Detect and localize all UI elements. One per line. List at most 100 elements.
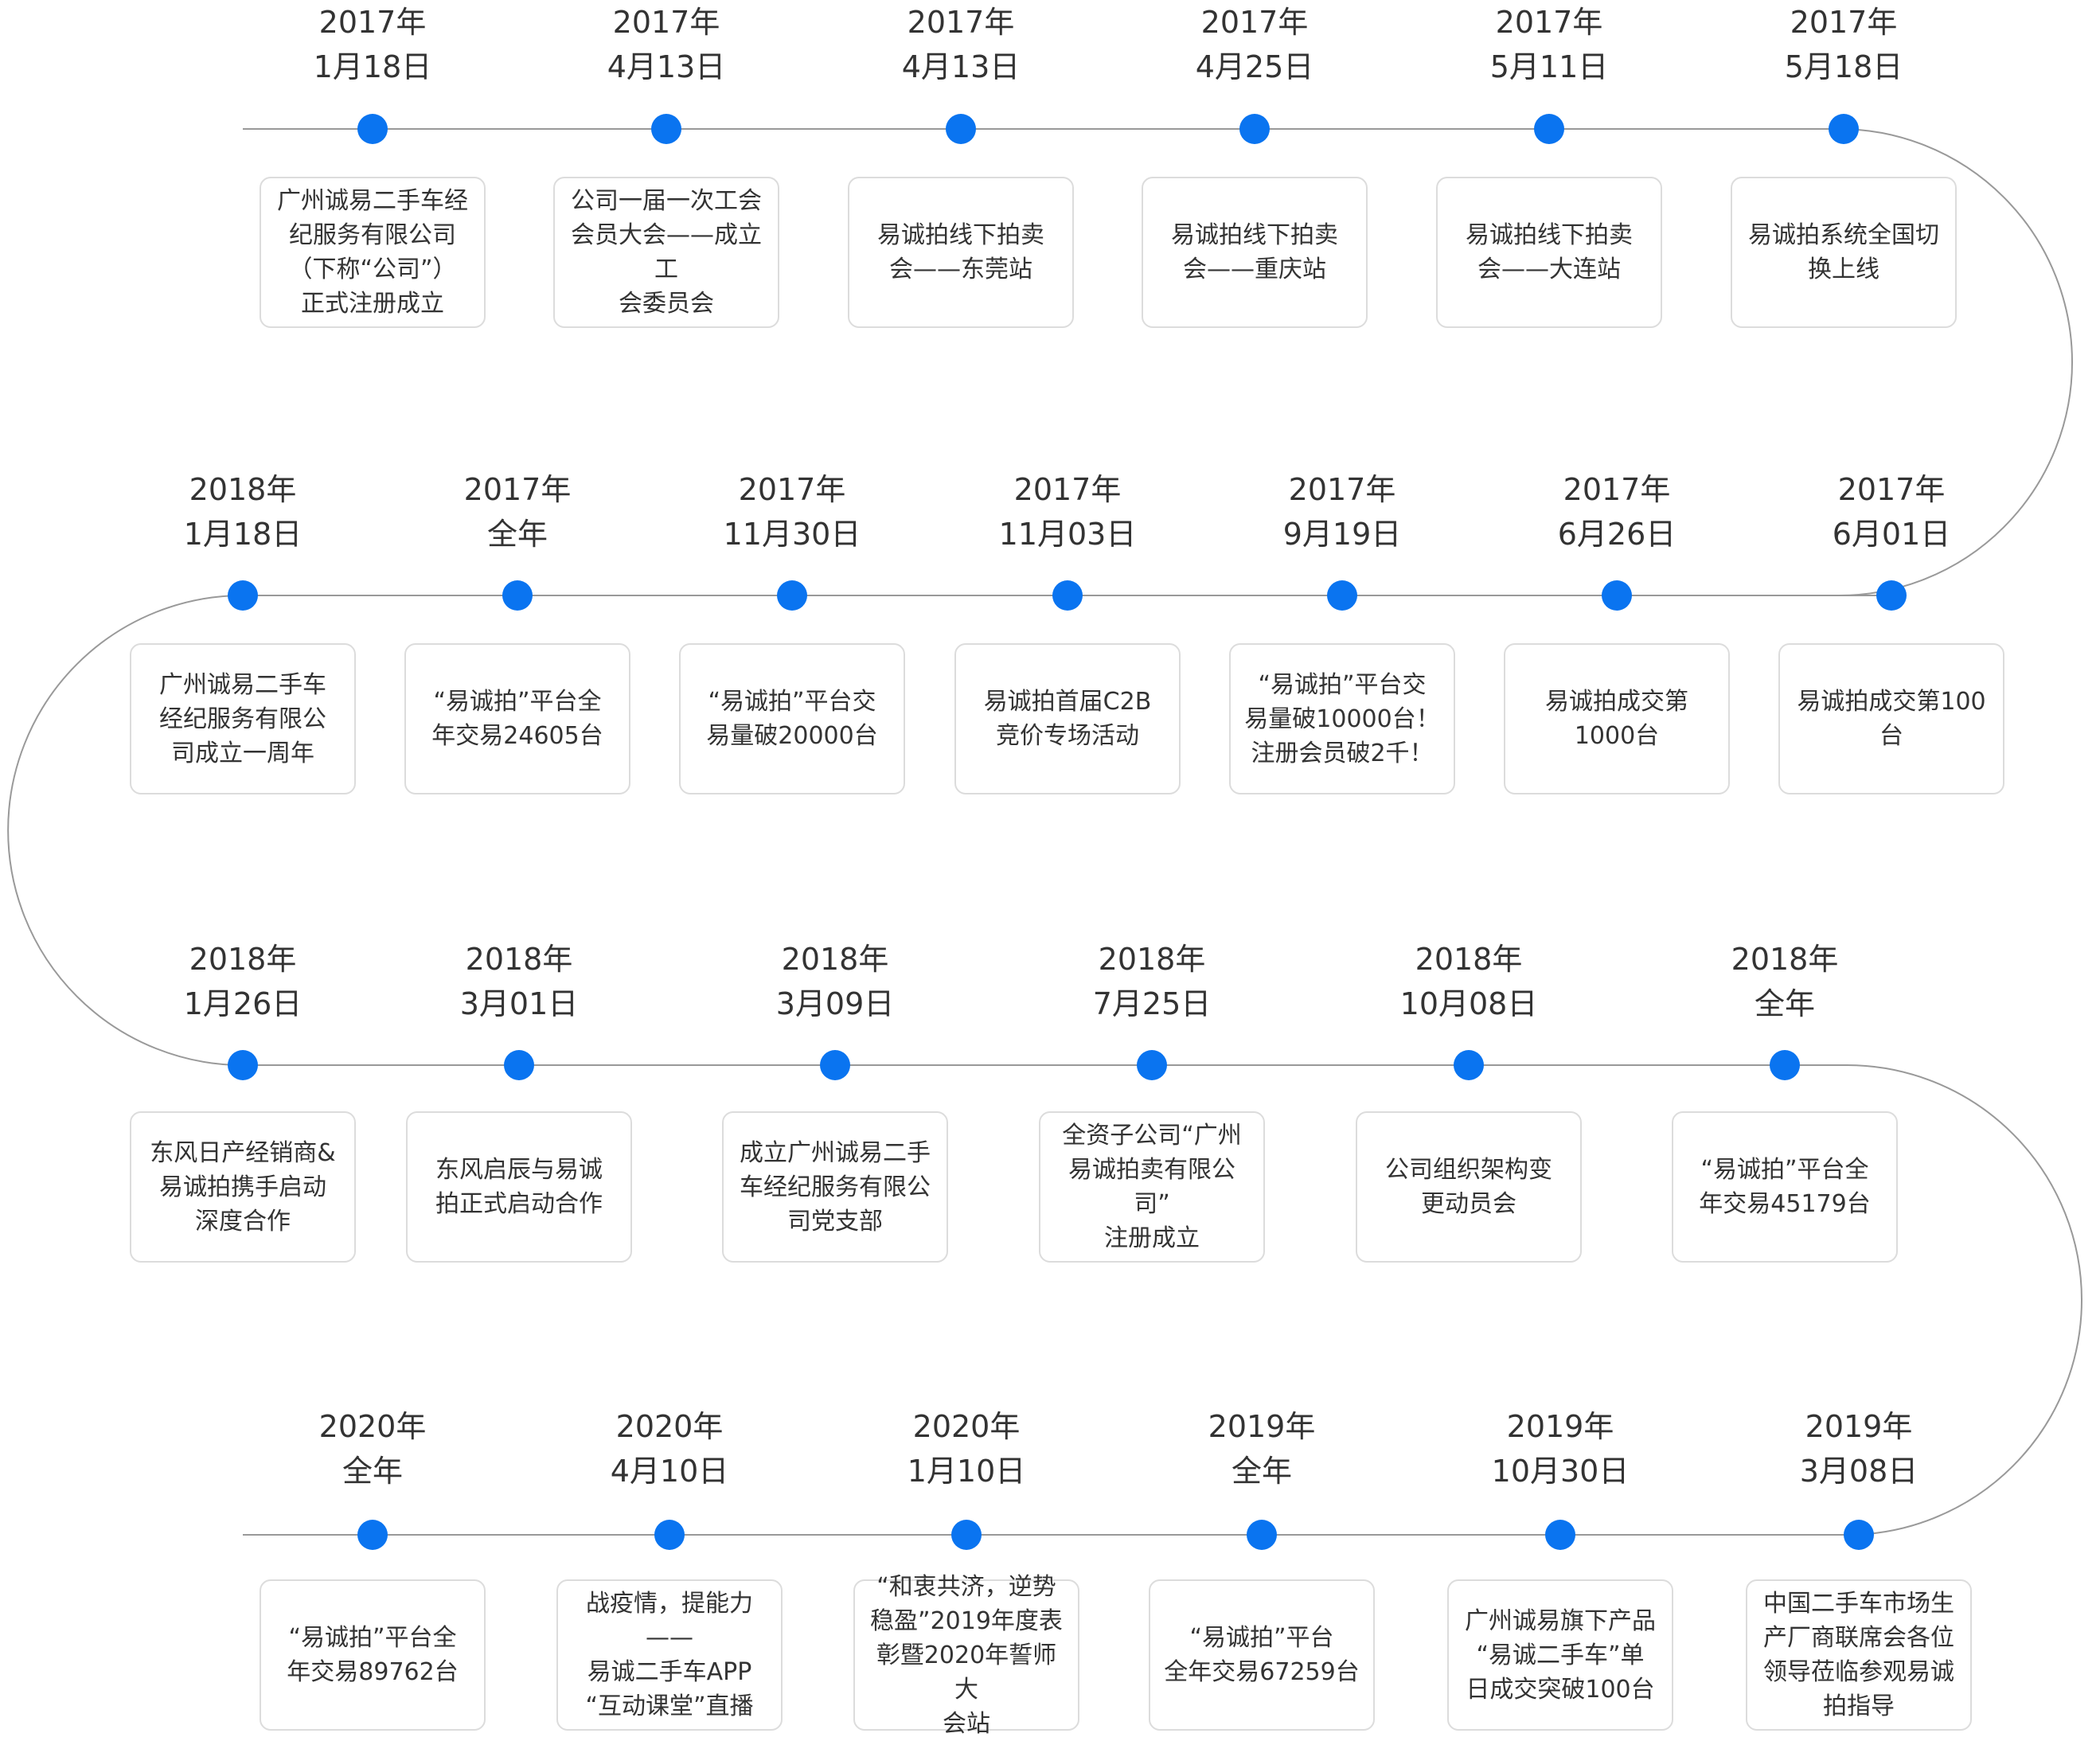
timeline-dot — [1454, 1050, 1484, 1080]
timeline-dot — [820, 1050, 850, 1080]
event-day: 5月11日 — [1489, 49, 1609, 84]
timeline-dot — [777, 580, 807, 611]
event-day: 全年 — [342, 1454, 403, 1489]
event-date: 2018年 1月18日 — [123, 467, 362, 556]
event-card: 易诚拍系统全国切 换上线 — [1731, 177, 1957, 328]
event-date: 2018年 10月08日 — [1349, 937, 1588, 1026]
event-card: 易诚拍首届C2B 竞价专场活动 — [954, 643, 1181, 794]
event-day: 1月18日 — [313, 49, 432, 84]
event-year: 2018年 — [189, 942, 297, 977]
event-year: 2020年 — [615, 1409, 724, 1444]
event-card: 易诚拍线下拍卖 会——东莞站 — [848, 177, 1074, 328]
event-date: 2017年 6月26日 — [1497, 467, 1736, 556]
event-card: 东风日产经销商& 易诚拍携手启动 深度合作 — [130, 1111, 356, 1263]
event-date: 2017年全年 — [398, 467, 637, 556]
timeline-dot — [951, 1520, 982, 1550]
event-card: 广州诚易二手车 经纪服务有限公 司成立一周年 — [130, 643, 356, 794]
event-day: 6月01日 — [1832, 517, 1951, 552]
timeline-dot — [357, 114, 388, 144]
event-year: 2019年 — [1208, 1409, 1316, 1444]
event-date: 2017年 5月18日 — [1724, 0, 1963, 89]
event-day: 全年 — [486, 517, 548, 552]
timeline-dot — [1876, 580, 1907, 611]
timeline-dot — [654, 1520, 685, 1550]
event-card: 广州诚易旗下产品 “易诚二手车”单 日成交突破100台 — [1447, 1579, 1673, 1731]
event-year: 2020年 — [318, 1409, 427, 1444]
event-year: 2019年 — [1805, 1409, 1913, 1444]
event-day: 5月18日 — [1784, 49, 1903, 84]
event-year: 2017年 — [1837, 472, 1946, 507]
event-date: 2017年 5月11日 — [1430, 0, 1669, 89]
event-year: 2018年 — [465, 942, 573, 977]
event-day: 1月10日 — [907, 1454, 1026, 1489]
event-year: 2017年 — [1790, 5, 1898, 40]
event-day: 11月03日 — [998, 517, 1137, 552]
event-year: 2017年 — [1013, 472, 1122, 507]
timeline-dot — [1327, 580, 1357, 611]
event-year: 2019年 — [1506, 1409, 1614, 1444]
timeline-dot — [651, 114, 681, 144]
event-year: 2017年 — [1200, 5, 1309, 40]
timeline-curve-right-1 — [1838, 128, 2073, 596]
event-card: 易诚拍线下拍卖 会——重庆站 — [1142, 177, 1368, 328]
event-date: 2020年 4月10日 — [550, 1404, 789, 1493]
event-date: 2020年 1月10日 — [847, 1404, 1086, 1493]
event-day: 4月25日 — [1195, 49, 1314, 84]
event-date: 2018年全年 — [1665, 937, 1904, 1026]
event-day: 7月25日 — [1092, 986, 1212, 1021]
event-date: 2019年全年 — [1142, 1404, 1381, 1493]
timeline-dot — [1137, 1050, 1167, 1080]
event-year: 2017年 — [318, 5, 427, 40]
event-date: 2017年 1月18日 — [253, 0, 492, 89]
timeline-dot — [228, 1050, 258, 1080]
event-date: 2017年 4月13日 — [841, 0, 1080, 89]
event-day: 全年 — [1231, 1454, 1292, 1489]
timeline-dot — [1052, 580, 1083, 611]
event-date: 2018年 1月26日 — [123, 937, 362, 1026]
event-year: 2017年 — [1288, 472, 1396, 507]
event-card: 成立广州诚易二手 车经纪服务有限公 司党支部 — [722, 1111, 948, 1263]
event-day: 9月19日 — [1282, 517, 1402, 552]
event-card: “易诚拍”平台全 年交易24605台 — [404, 643, 630, 794]
event-day: 1月18日 — [183, 517, 303, 552]
event-day: 3月08日 — [1799, 1454, 1918, 1489]
timeline-dot — [1829, 114, 1859, 144]
event-year: 2017年 — [907, 5, 1015, 40]
event-year: 2017年 — [1495, 5, 1603, 40]
event-card: “易诚拍”平台交 易量破20000台 — [679, 643, 905, 794]
timeline-dot — [504, 1050, 534, 1080]
event-card: 易诚拍成交第100 台 — [1778, 643, 2004, 794]
event-card: 全资子公司“广州 易诚拍卖有限公司” 注册成立 — [1039, 1111, 1265, 1263]
timeline-dot — [1545, 1520, 1575, 1550]
timeline-dot — [357, 1520, 388, 1550]
event-card: “易诚拍”平台全 年交易89762台 — [260, 1579, 486, 1731]
timeline-dot — [1247, 1520, 1277, 1550]
event-year: 2017年 — [1563, 472, 1671, 507]
event-date: 2019年 3月08日 — [1739, 1404, 1978, 1493]
event-card: 广州诚易二手车经 纪服务有限公司 （下称“公司”） 正式注册成立 — [260, 177, 486, 328]
event-year: 2018年 — [781, 942, 889, 977]
event-year: 2017年 — [463, 472, 572, 507]
event-day: 4月13日 — [901, 49, 1021, 84]
event-card: “易诚拍”平台交 易量破10000台！ 注册会员破2千！ — [1229, 643, 1455, 794]
timeline-dot — [1770, 1050, 1800, 1080]
event-day: 全年 — [1754, 986, 1815, 1021]
timeline-dot — [1239, 114, 1270, 144]
event-day: 6月26日 — [1557, 517, 1676, 552]
event-card: 易诚拍线下拍卖 会——大连站 — [1436, 177, 1662, 328]
event-year: 2018年 — [1415, 942, 1523, 977]
event-year: 2020年 — [912, 1409, 1021, 1444]
timeline-curve-left — [7, 595, 244, 1066]
event-card: 公司组织架构变 更动员会 — [1356, 1111, 1582, 1263]
timeline-dot — [1844, 1520, 1874, 1550]
event-card: 公司一届一次工会 会员大会——成立工 会委员会 — [553, 177, 779, 328]
event-day: 4月10日 — [610, 1454, 729, 1489]
event-day: 1月26日 — [183, 986, 303, 1021]
timeline-dot — [1602, 580, 1632, 611]
event-day: 10月08日 — [1399, 986, 1538, 1021]
event-date: 2017年 6月01日 — [1772, 467, 2011, 556]
event-year: 2018年 — [189, 472, 297, 507]
